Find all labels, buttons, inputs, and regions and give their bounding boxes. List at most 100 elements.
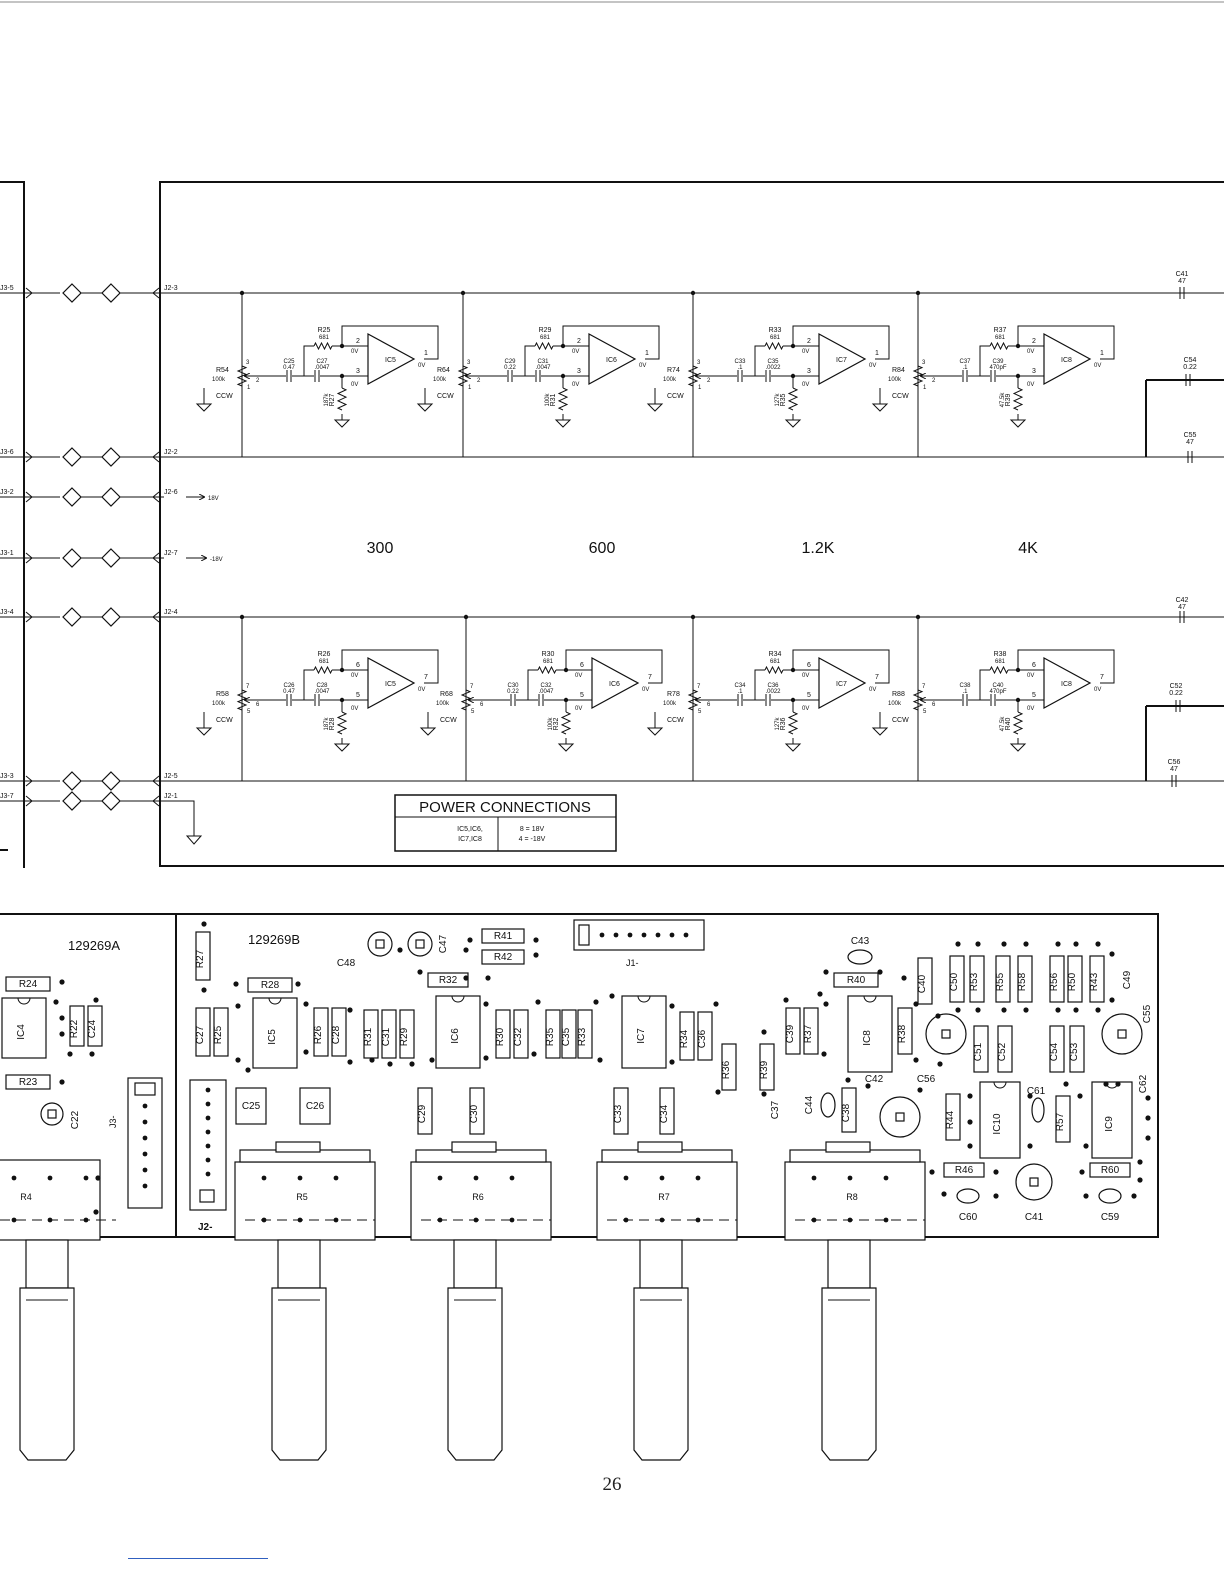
opamp-pin-noninv: 3 xyxy=(356,368,360,375)
connector-left-label: J3-2 xyxy=(0,489,14,496)
pcb-part-label: R34 xyxy=(679,1029,690,1048)
pcb-part-c35: C35 xyxy=(561,1009,577,1059)
opamp-ref: IC8 xyxy=(1061,681,1072,688)
pcb-pad xyxy=(967,1143,973,1149)
filter-stage-bottom-2: R78100k765CCWC34.1C36.0022R34681IC76570V… xyxy=(646,614,890,781)
filter-stage-top-1: R64100k321CCWC290.22C31.0047R29681IC6231… xyxy=(416,290,660,457)
pcb-pad xyxy=(467,937,473,943)
pcb-pad xyxy=(967,1093,973,1099)
pot-pin-b: 5 xyxy=(923,709,927,715)
pcb-part-label: R22 xyxy=(69,1019,80,1038)
ccw-label: CCW xyxy=(216,393,233,400)
pot-value: 100k xyxy=(663,377,677,383)
res-fb-ref: R33 xyxy=(769,327,782,334)
pcb-pad xyxy=(201,987,207,993)
opamp-pin-noninv: 3 xyxy=(807,368,811,375)
opamp-symbol xyxy=(367,332,416,386)
pcb-part-c30: C30 xyxy=(469,1087,485,1135)
opamp-ref: IC6 xyxy=(609,681,620,688)
c54-value: 0.22 xyxy=(1183,364,1197,371)
connector-diamond xyxy=(101,447,121,467)
connector-right-label: J2-4 xyxy=(164,609,178,616)
pcb-pad xyxy=(1063,1081,1069,1087)
pcb-ic-label: IC9 xyxy=(1104,1116,1115,1132)
cap-fb-value: .0047 xyxy=(314,365,330,371)
pcb-part-label: R33 xyxy=(577,1027,588,1046)
pot-r8: R8 xyxy=(784,1141,926,1461)
opamp-symbol xyxy=(818,332,867,386)
zero-volt-label: 0V xyxy=(802,382,809,388)
pcb-ic-ic8: IC8 xyxy=(847,995,893,1073)
opamp-pin-out: 1 xyxy=(424,350,428,357)
opamp-pin-noninv: 3 xyxy=(1032,368,1036,375)
cap-fb-value: .0022 xyxy=(765,365,781,371)
pcb-part-label: R27 xyxy=(195,949,206,968)
pcb-pad xyxy=(483,1055,489,1061)
pcb-pad xyxy=(295,981,301,987)
pot-pin-wiper: 6 xyxy=(932,702,936,708)
pcb-cap-c41: C41 xyxy=(1015,1163,1053,1223)
res-gnd-value: 187k xyxy=(324,392,330,406)
zero-volt-label: 0V xyxy=(572,349,579,355)
pcb-ic-ic6: IC6 xyxy=(435,995,481,1069)
opamp-pin-out: 1 xyxy=(1100,350,1104,357)
pcb-pad xyxy=(1109,997,1115,1003)
pcb-part-label: C59 xyxy=(1101,1212,1120,1223)
c56-value: 47 xyxy=(1170,766,1178,773)
pot-r4: R4 xyxy=(0,1159,116,1461)
pot-value: 100k xyxy=(663,701,677,707)
pcb-part-r35: R35 xyxy=(545,1009,561,1059)
connector-right-label: J2-5 xyxy=(164,773,178,780)
pcb-part-label: C40 xyxy=(917,974,928,993)
pcb-cap-c61 xyxy=(1031,1097,1045,1123)
cap-fb-ref: C35 xyxy=(767,359,779,365)
pcb-part-label: C48 xyxy=(337,958,356,969)
pot-pin-wiper: 2 xyxy=(707,378,711,384)
pcb-pad xyxy=(1027,1093,1033,1099)
pcb-part-label: R58 xyxy=(1017,972,1028,991)
pcb-part-r46: R46 xyxy=(943,1162,985,1178)
pcb-part-c29: C29 xyxy=(417,1087,433,1135)
pot-pin-b: 5 xyxy=(247,709,251,715)
pcb-part-label: C31 xyxy=(381,1027,392,1046)
board-a-label: 129269A xyxy=(68,938,120,953)
opamp-pin-out: 1 xyxy=(645,350,649,357)
opamp-ref: IC7 xyxy=(836,357,847,364)
pot-value: 100k xyxy=(888,701,902,707)
res-gnd-value: 47.5k xyxy=(1000,392,1006,408)
opamp-pin-out: 1 xyxy=(875,350,879,357)
header-j2-label: J2- xyxy=(198,1222,212,1233)
pcb-pad xyxy=(669,1003,675,1009)
zero-volt-label: 0V xyxy=(802,349,809,355)
zero-volt-label: 0V xyxy=(1027,673,1034,679)
pcb-pad xyxy=(929,1169,935,1175)
pcb-part-label: C52 xyxy=(997,1042,1008,1061)
opamp-pin-noninv: 5 xyxy=(807,692,811,699)
connector-right-label: J2-6 xyxy=(164,489,178,496)
opamp-ref: IC8 xyxy=(1061,357,1072,364)
pcb-ic-ic5: IC5 xyxy=(252,997,298,1069)
cap-in-value: 0.47 xyxy=(283,689,295,695)
pcb-part-label: C25 xyxy=(242,1101,261,1112)
pcb-pad xyxy=(761,1091,767,1097)
pcb-part-label: C37 xyxy=(770,1100,781,1119)
power-box-ics-2: IC7,IC8 xyxy=(458,836,482,843)
pcb-pad xyxy=(941,1191,947,1197)
cap-fb-value: .0022 xyxy=(765,689,781,695)
pcb-part-label: C32 xyxy=(513,1027,524,1046)
ccw-label: CCW xyxy=(892,393,909,400)
pcb-ic-ic4: IC4 xyxy=(1,997,47,1059)
opamp-pin-inv: 6 xyxy=(1032,662,1036,669)
board-b-label: 129269B xyxy=(248,932,300,947)
pcb-pad xyxy=(1137,1159,1143,1165)
pot-pin-b: 1 xyxy=(247,385,251,391)
pcb-pad xyxy=(1055,941,1061,947)
zero-volt-label: 0V xyxy=(1094,363,1101,369)
pot-value: 100k xyxy=(436,701,450,707)
connector-diamond xyxy=(62,283,82,303)
connector-right-label: J2-3 xyxy=(164,285,178,292)
connector-diamond xyxy=(62,607,82,627)
